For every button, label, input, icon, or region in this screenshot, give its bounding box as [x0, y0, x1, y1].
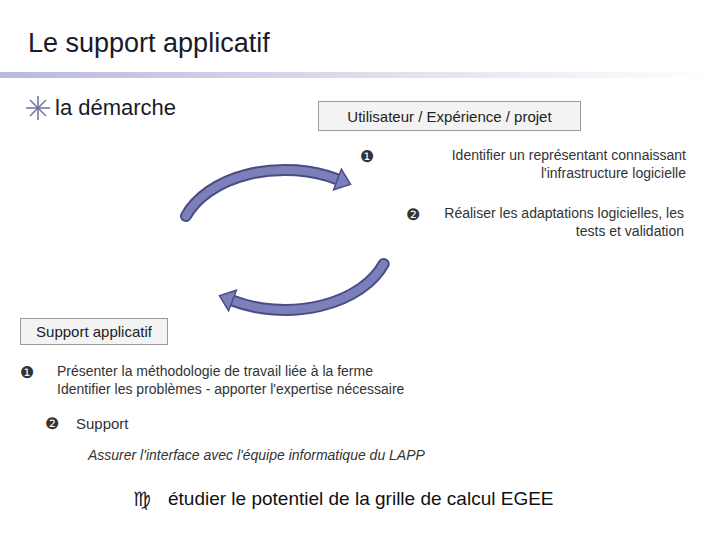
step-text: Identifier les problèmes - apporter l'ex… [57, 380, 404, 398]
box-text: Support applicatif [36, 323, 152, 340]
callout-number: ❷ [45, 414, 59, 435]
bullet-symbol: ♍ [133, 486, 151, 512]
callout-number: ❶ [20, 363, 34, 384]
step-text: Identifier un représentant connaissant l… [396, 146, 686, 182]
step-text: Support [76, 414, 129, 434]
callout-number: ❶ [360, 147, 374, 168]
section-heading: la démarche [55, 94, 176, 123]
step-text: Présenter la méthodologie de travail lié… [57, 362, 373, 380]
slide-title: Le support applicatif [28, 26, 270, 61]
note-text: Assurer l'interface avec l'équipe inform… [88, 446, 425, 464]
label-box: Utilisateur / Expérience / projet [318, 101, 581, 131]
label-box: Support applicatif [20, 318, 168, 345]
step-text: Réaliser les adaptations logicielles, le… [422, 204, 684, 240]
star-bullet [26, 96, 50, 120]
cycle-arrows [186, 169, 384, 311]
title-underline [0, 72, 710, 78]
box-text: Utilisateur / Expérience / projet [347, 108, 551, 125]
highlight-text: étudier le potentiel de la grille de cal… [168, 487, 554, 512]
callout-number: ❷ [406, 205, 420, 226]
